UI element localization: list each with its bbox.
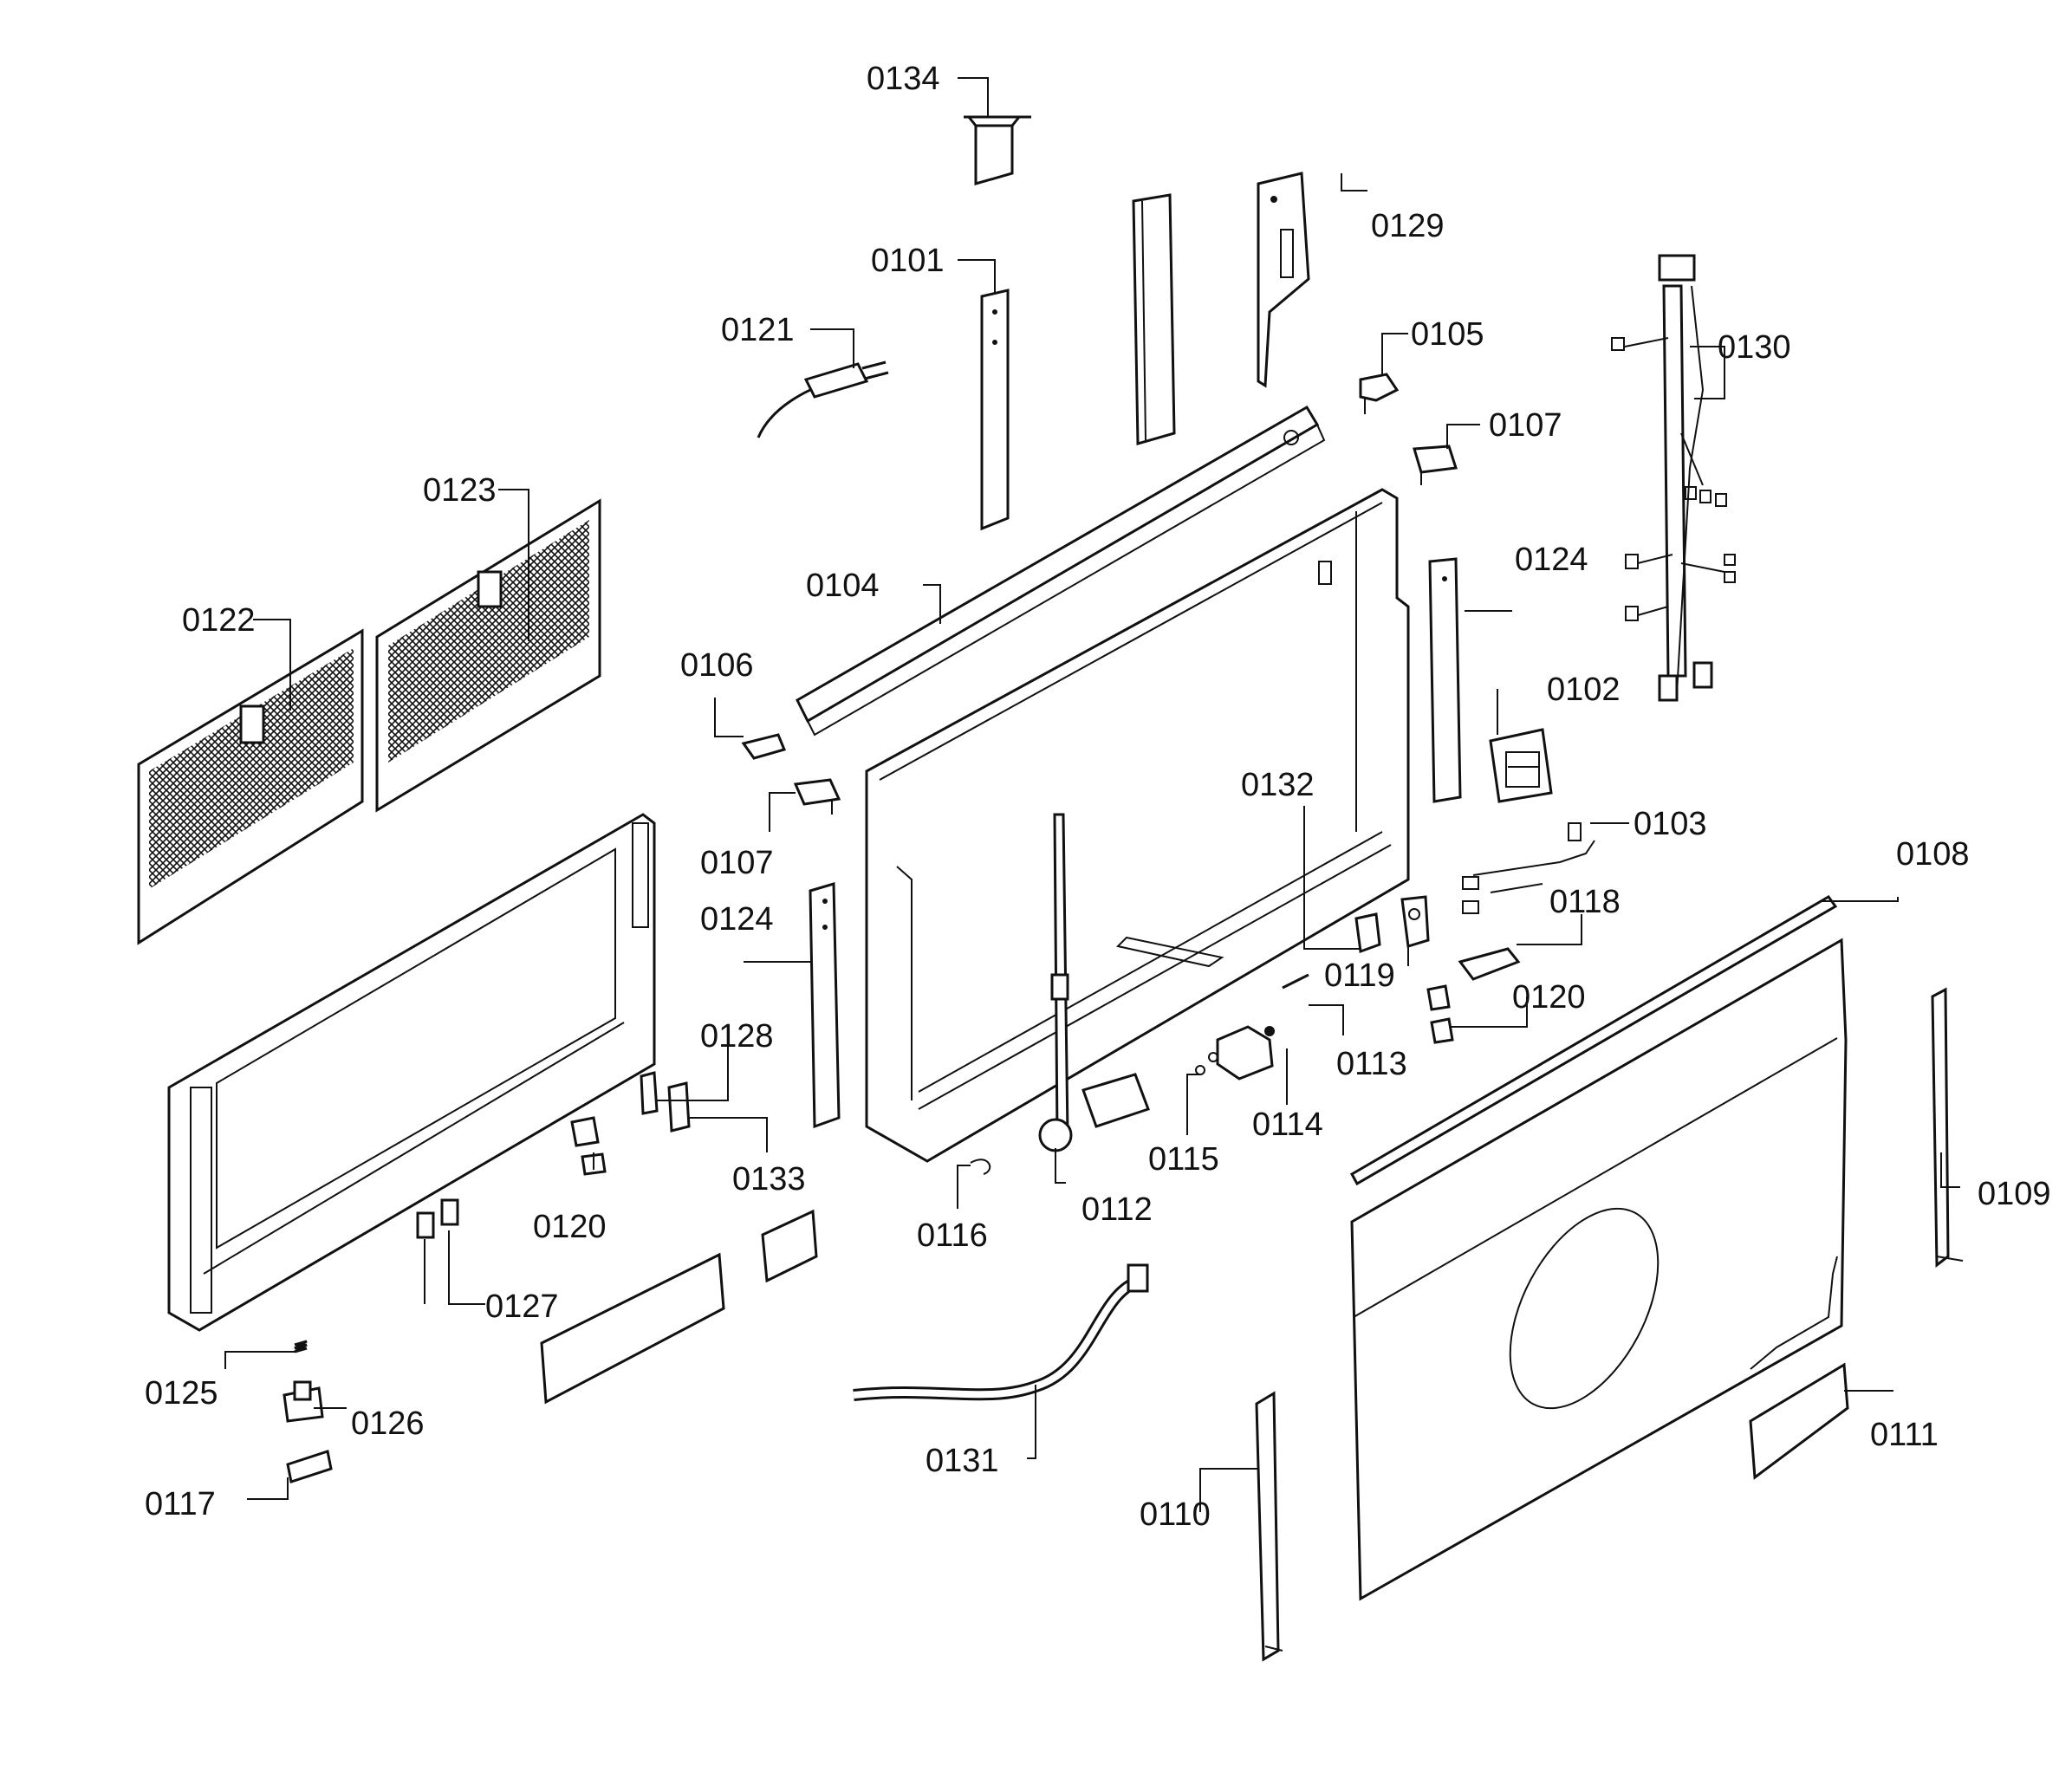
part-channel-drawing bbox=[1132, 193, 1176, 445]
part-0107-left-drawing bbox=[793, 778, 841, 815]
label-0132: 0132 bbox=[1241, 767, 1315, 803]
part-0128-drawing bbox=[640, 1071, 659, 1115]
label-0119: 0119 bbox=[1324, 957, 1395, 994]
label-0107-left: 0107 bbox=[700, 845, 774, 881]
label-0112: 0112 bbox=[1081, 1191, 1153, 1228]
part-0121-drawing bbox=[757, 360, 889, 438]
label-0103: 0103 bbox=[1634, 806, 1707, 842]
part-0130-drawing bbox=[1611, 254, 1736, 702]
part-0117-drawing bbox=[286, 1450, 333, 1483]
label-0111: 0111 bbox=[1870, 1417, 1939, 1453]
label-0109: 0109 bbox=[1978, 1176, 2051, 1212]
part-0118-drawing bbox=[1458, 947, 1521, 981]
hood-body-drawing bbox=[865, 488, 1410, 1163]
label-0108: 0108 bbox=[1896, 836, 1970, 873]
part-0124-left-drawing bbox=[809, 882, 841, 1129]
part-0129-drawing bbox=[1257, 172, 1310, 388]
part-0108-drawing bbox=[1349, 895, 1838, 1186]
part-0102-drawing bbox=[1489, 728, 1553, 803]
part-0119-drawing bbox=[1400, 895, 1430, 948]
label-0122: 0122 bbox=[182, 602, 256, 639]
label-0117: 0117 bbox=[145, 1486, 216, 1522]
part-0134-drawing bbox=[964, 115, 1031, 185]
label-0129: 0129 bbox=[1371, 208, 1445, 244]
label-0116: 0116 bbox=[917, 1217, 988, 1254]
label-0123: 0123 bbox=[423, 472, 497, 509]
part-0133-drawing bbox=[667, 1081, 818, 1283]
label-0115: 0115 bbox=[1148, 1141, 1219, 1178]
label-0120-right: 0120 bbox=[1512, 979, 1586, 1016]
label-0126: 0126 bbox=[351, 1405, 425, 1442]
part-0132-drawing bbox=[1354, 912, 1381, 954]
rear-panel-drawing bbox=[1350, 938, 1848, 1601]
label-0113: 0113 bbox=[1336, 1046, 1407, 1082]
label-0105: 0105 bbox=[1411, 316, 1484, 353]
label-0130: 0130 bbox=[1718, 329, 1791, 366]
label-0121: 0121 bbox=[721, 312, 795, 348]
part-0113-drawing bbox=[1282, 973, 1309, 990]
part-0116-drawing bbox=[970, 1159, 991, 1175]
label-0128: 0128 bbox=[700, 1018, 774, 1055]
part-0120-right-drawing bbox=[1426, 984, 1454, 1044]
part-0101-drawing bbox=[980, 289, 1010, 531]
label-0131: 0131 bbox=[926, 1443, 999, 1479]
part-0125-drawing bbox=[294, 1340, 308, 1353]
label-0102: 0102 bbox=[1547, 672, 1621, 708]
part-0111-drawing bbox=[1749, 1362, 1849, 1480]
part-0131-drawing bbox=[853, 1263, 1149, 1401]
part-0126-drawing bbox=[283, 1380, 324, 1423]
label-0110: 0110 bbox=[1140, 1496, 1211, 1533]
front-frame-drawing bbox=[167, 813, 656, 1332]
label-0124-right: 0124 bbox=[1515, 542, 1588, 578]
label-0101: 0101 bbox=[871, 243, 945, 279]
label-0127: 0127 bbox=[485, 1288, 559, 1325]
part-0104-drawing bbox=[796, 405, 1326, 737]
label-0134: 0134 bbox=[867, 61, 940, 97]
label-0107-right: 0107 bbox=[1489, 407, 1562, 444]
part-0109-drawing bbox=[1931, 987, 1964, 1269]
part-0124-right-drawing bbox=[1428, 557, 1462, 803]
part-0123-drawing bbox=[375, 498, 601, 813]
label-0124-left: 0124 bbox=[700, 901, 774, 938]
part-0110-drawing bbox=[1255, 1391, 1283, 1662]
lower-panel-drawing bbox=[540, 1252, 725, 1405]
part-0107-right-drawing bbox=[1413, 445, 1458, 485]
label-0118: 0118 bbox=[1549, 884, 1621, 920]
part-0120-left-drawing bbox=[570, 1116, 607, 1176]
part-0106-drawing bbox=[741, 733, 787, 760]
label-0125: 0125 bbox=[145, 1375, 218, 1412]
label-0114: 0114 bbox=[1252, 1107, 1323, 1143]
part-0114-drawing bbox=[1216, 1025, 1275, 1081]
label-0104: 0104 bbox=[806, 568, 880, 604]
label-0133: 0133 bbox=[732, 1161, 806, 1198]
label-0106: 0106 bbox=[680, 647, 754, 684]
part-0103-drawing bbox=[1462, 822, 1595, 914]
label-0120-left: 0120 bbox=[533, 1209, 607, 1245]
part-0105-drawing bbox=[1359, 373, 1400, 414]
leader-lines bbox=[224, 77, 1960, 1512]
part-0112-drawing bbox=[1038, 813, 1150, 1152]
callout-labels: 0134 0101 0121 0129 0105 0107 0130 0123 … bbox=[145, 61, 2051, 1533]
part-0127-drawing bbox=[416, 1198, 459, 1239]
part-0122-drawing bbox=[137, 628, 364, 945]
part-0115-drawing bbox=[1195, 1052, 1218, 1075]
